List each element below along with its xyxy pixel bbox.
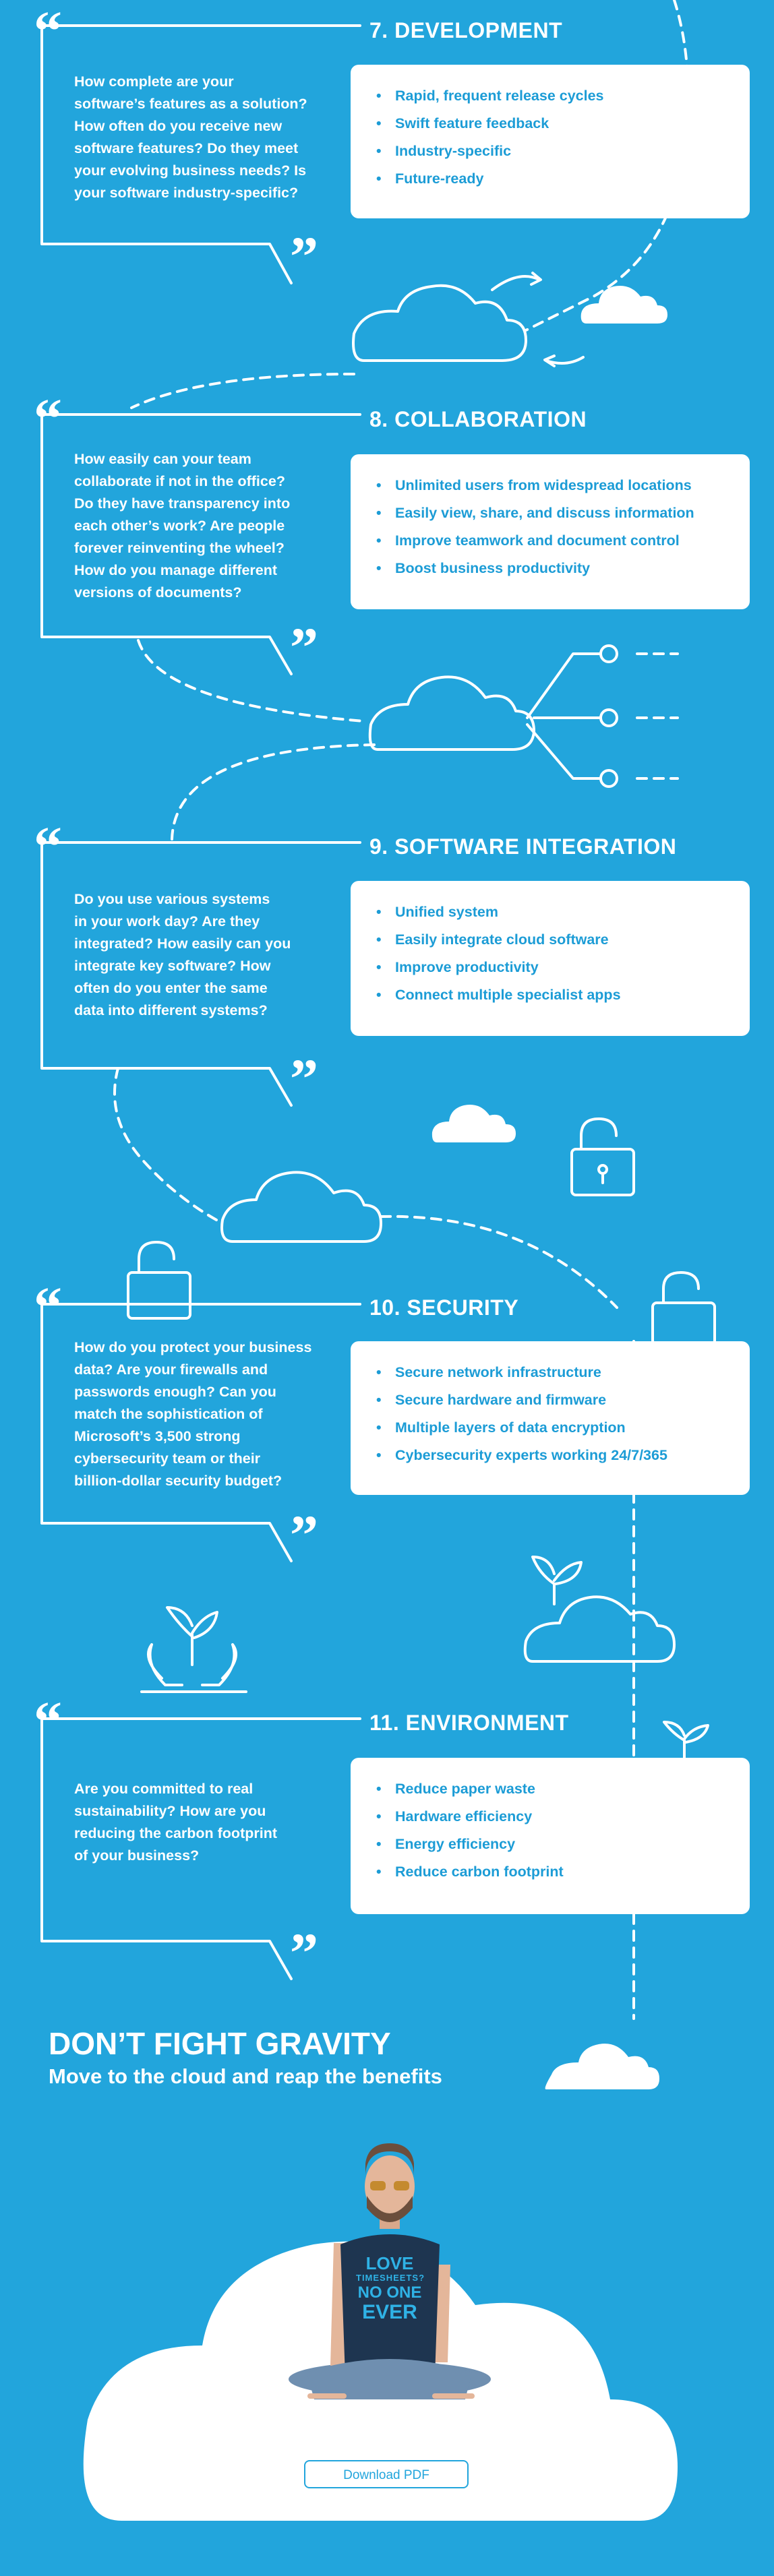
cloud-icon-environment (523, 1595, 676, 1663)
benefits-list: Secure network infrastructure Secure har… (375, 1359, 728, 1469)
close-quote-icon: ” (290, 226, 318, 288)
benefit-item: Boost business productivity (375, 555, 728, 582)
padlock-icon-security-left (127, 1271, 191, 1320)
benefit-item: Improve productivity (375, 954, 728, 981)
dashed-connector (113, 1067, 224, 1225)
benefits-list: Reduce paper waste Hardware efficiency E… (375, 1775, 728, 1886)
section-title: 11. ENVIRONMENT (369, 1711, 569, 1735)
cta-title: DON’T FIGHT GRAVITY (49, 2026, 391, 2061)
close-quote-icon: ” (290, 1048, 318, 1111)
arrow-icon-right (491, 275, 541, 291)
cta-subtitle: Move to the cloud and reap the benefits (49, 2064, 442, 2088)
bubble-outline-collaboration (40, 413, 361, 675)
bubble-outline-integration (40, 841, 361, 1107)
question-text: How complete are your software’s feature… (74, 73, 307, 201)
bubble-outline-development (40, 24, 361, 284)
open-quote-icon: “ (34, 388, 62, 450)
section-title: 7. DEVELOPMENT (369, 18, 563, 42)
network-icon-lines (526, 652, 601, 780)
open-quote-icon: “ (34, 0, 62, 63)
benefit-item: Hardware efficiency (375, 1803, 728, 1831)
benefit-item: Multiple layers of data encryption (375, 1414, 728, 1442)
cloud-icon-small-cta (545, 2044, 659, 2089)
benefit-item: Reduce carbon footprint (375, 1858, 728, 1886)
benefits-list: Unlimited users from widespread location… (375, 472, 728, 582)
benefit-item: Swift feature feedback (375, 110, 728, 137)
cloud-icon-small-development (580, 286, 667, 324)
question-text: How easily can your team collaborate if … (74, 451, 291, 601)
tshirt-print: LOVE TIMESHEETS? NO ONE EVER (356, 2253, 425, 2323)
benefit-item: Energy efficiency (375, 1831, 728, 1858)
person-illustration (289, 2143, 491, 2399)
benefit-item: Cybersecurity experts working 24/7/365 (375, 1442, 728, 1469)
benefit-item: Rapid, frequent release cycles (375, 82, 728, 110)
dashed-connector (636, 652, 679, 780)
benefit-item: Unified system (375, 898, 728, 926)
cloud-icon-collaboration (368, 675, 535, 751)
benefit-item: Industry-specific (375, 137, 728, 165)
download-pdf-button[interactable]: Download PDF (304, 2460, 469, 2488)
benefit-item: Connect multiple specialist apps (375, 981, 728, 1009)
dashed-connector (380, 1215, 618, 1309)
benefit-item: Easily integrate cloud software (375, 926, 728, 954)
question-text: Do you use various systems in your work … (74, 891, 291, 1018)
benefits-box: Unlimited users from widespread location… (351, 454, 750, 609)
benefit-item: Secure network infrastructure (375, 1359, 728, 1386)
section-title: 8. COLLABORATION (369, 407, 587, 431)
benefits-box: Unified system Easily integrate cloud so… (351, 881, 750, 1036)
close-quote-icon: ” (290, 1922, 318, 1985)
benefits-list: Rapid, frequent release cycles Swift fea… (375, 82, 728, 193)
bubble-outline-environment (40, 1717, 361, 1980)
benefit-item: Future-ready (375, 165, 728, 193)
open-quote-icon: “ (34, 1276, 62, 1339)
benefit-item: Easily view, share, and discuss informat… (375, 499, 728, 527)
dashed-connector (137, 639, 365, 723)
benefits-list: Unified system Easily integrate cloud so… (375, 898, 728, 1009)
cloud-icon-development (352, 284, 527, 362)
section-title: 10. SECURITY (369, 1295, 519, 1320)
benefits-box: Reduce paper waste Hardware efficiency E… (351, 1758, 750, 1914)
benefits-box: Rapid, frequent release cycles Swift fea… (351, 65, 750, 218)
cloud-icon-integration (220, 1171, 382, 1243)
padlock-icon-open (570, 1148, 635, 1196)
open-quote-icon: “ (34, 1690, 62, 1753)
benefit-item: Unlimited users from widespread location… (375, 472, 728, 499)
benefit-item: Reduce paper waste (375, 1775, 728, 1803)
benefit-item: Improve teamwork and document control (375, 527, 728, 555)
padlock-icon-security-right (651, 1301, 716, 1346)
benefits-box: Secure network infrastructure Secure har… (351, 1341, 750, 1495)
question-text: Are you committed to real sustainability… (74, 1781, 277, 1864)
dashed-connector (130, 373, 355, 409)
question-text: How do you protect your business data? A… (74, 1339, 312, 1489)
network-node-icon (599, 708, 618, 727)
network-node-icon (599, 644, 618, 663)
cloud-icon-small-integration (431, 1105, 516, 1142)
section-title: 9. SOFTWARE INTEGRATION (369, 834, 677, 859)
benefit-item: Secure hardware and firmware (375, 1386, 728, 1414)
network-node-icon (599, 769, 618, 788)
bubble-outline-security (40, 1303, 361, 1562)
dashed-connector (171, 743, 376, 840)
close-quote-icon: ” (290, 1504, 318, 1567)
open-quote-icon: “ (34, 816, 62, 878)
close-quote-icon: ” (290, 617, 318, 679)
